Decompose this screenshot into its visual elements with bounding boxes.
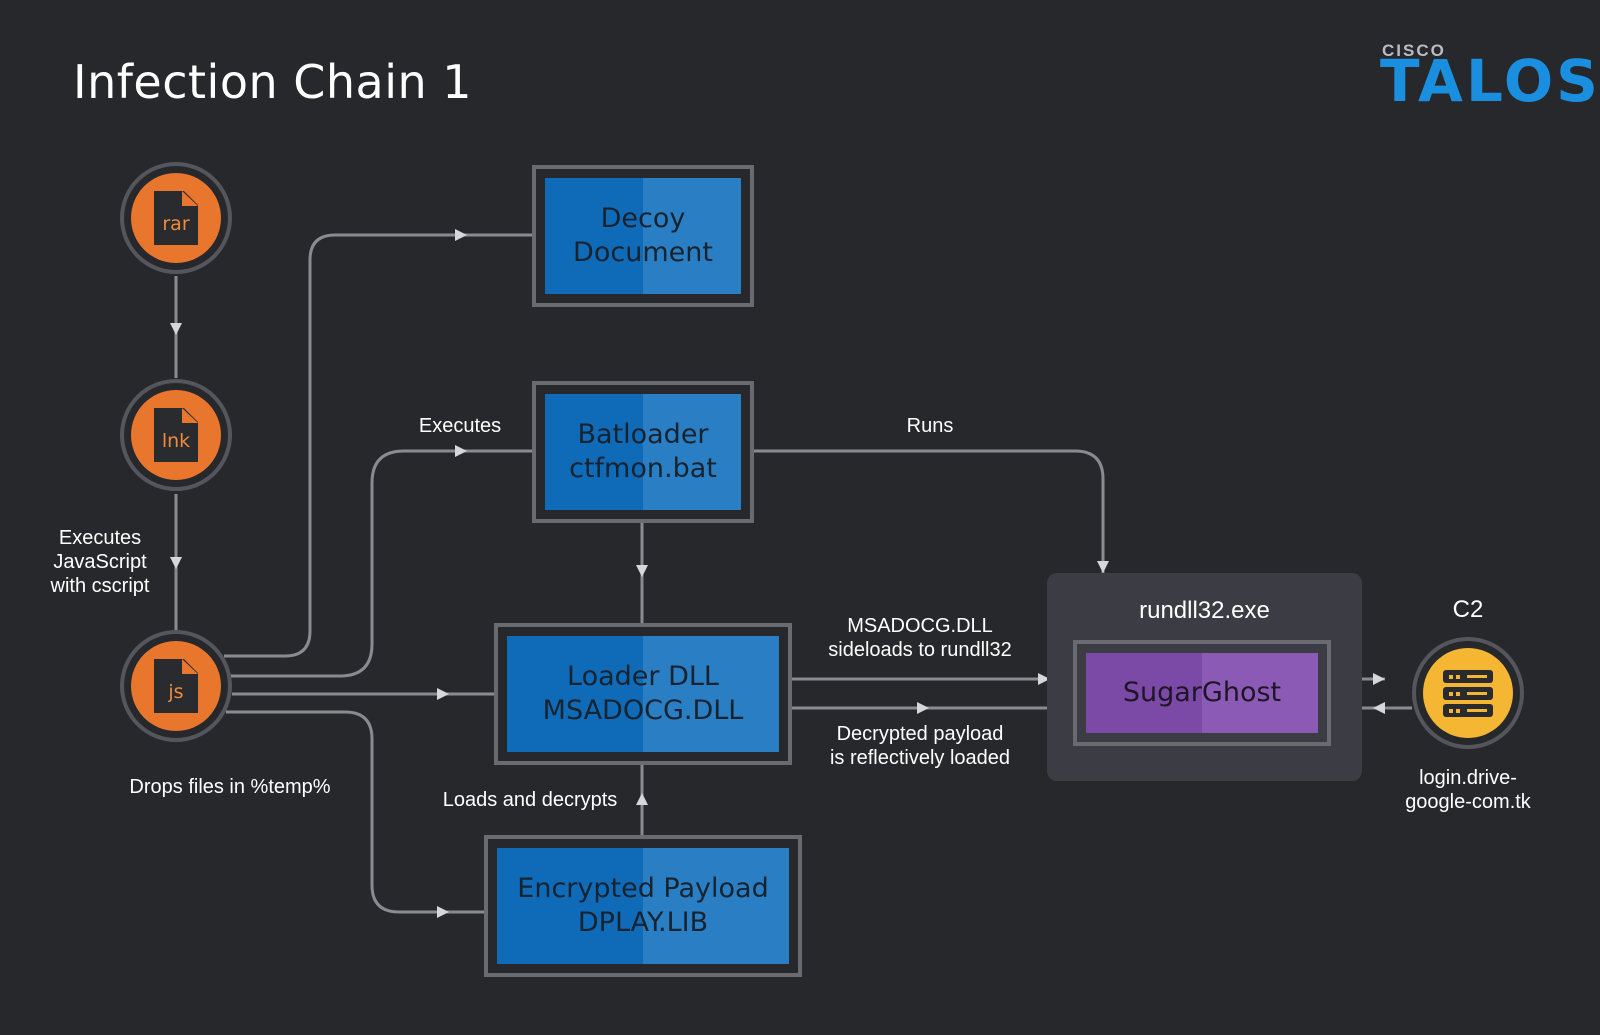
loader-dll-line2: MSADOCG.DLL (542, 695, 744, 726)
arrowhead-to-c2 (1373, 673, 1385, 685)
arrowhead-payload (437, 906, 449, 918)
runs-label: Runs (906, 415, 954, 437)
arrowhead-batloader (455, 445, 467, 457)
lnk-file-label: lnk (161, 430, 191, 452)
loader-dll-line1: Loader DLL (567, 661, 719, 693)
arrowhead-runs (1097, 561, 1109, 573)
executes-js-label-line2: JavaScript (53, 551, 147, 573)
edge-js-decoy (224, 233, 532, 658)
js-file-node: js (120, 630, 232, 742)
decoy-document-box: Decoy Document (532, 165, 754, 307)
file-icon: lnk (154, 408, 198, 462)
executes-js-label-line1: Executes (58, 527, 142, 549)
server-icon (1443, 669, 1493, 717)
c2-domain-line1: login.drive- (1419, 767, 1517, 789)
payload-line2: DPLAY.LIB (577, 907, 709, 938)
arrowhead-reflective (917, 702, 929, 714)
batloader-line1: Batloader (577, 419, 709, 451)
edge-js-payload (226, 710, 484, 914)
arrowhead-decoy (455, 229, 467, 241)
decoy-line1: Decoy (600, 203, 686, 235)
arrowhead-from-c2 (1373, 702, 1385, 714)
arrowhead-batloader-loader (636, 565, 648, 577)
page-title: Infection Chain 1 (73, 55, 473, 109)
file-icon: js (154, 659, 198, 713)
reflective-label-line1: Decrypted payload (836, 723, 1004, 745)
payload-line1: Encrypted Payload (517, 873, 769, 905)
sugarghost-label: SugarGhost (1122, 677, 1282, 709)
rundll32-label: rundll32.exe (1139, 597, 1270, 624)
rar-file-label: rar (162, 213, 190, 235)
reflective-label-line2: is reflectively loaded (829, 747, 1011, 769)
drops-label: Drops files in %temp% (129, 776, 331, 798)
loader-dll-box: Loader DLL MSADOCG.DLL (494, 623, 792, 765)
talos-logo-text: TALOS (1380, 47, 1600, 115)
arrowhead-payload-loader (636, 793, 648, 805)
edge-js-batloader (230, 449, 532, 678)
js-file-label: js (168, 681, 184, 703)
batloader-line2: ctfmon.bat (569, 453, 717, 484)
arrowhead-lnk-js (170, 557, 182, 569)
executes-js-label-line3: with cscript (50, 575, 150, 597)
encrypted-payload-box: Encrypted Payload DPLAY.LIB (484, 835, 802, 977)
arrowhead-rar-lnk (170, 323, 182, 335)
executes-label: Executes (418, 415, 502, 437)
lnk-file-node: lnk (120, 379, 232, 491)
c2-title: C2 (1452, 596, 1484, 623)
sideloads-label-line2: sideloads to rundll32 (828, 639, 1012, 661)
loads-decrypts-label: Loads and decrypts (442, 789, 618, 811)
edge-batloader-rundll32 (754, 449, 1105, 573)
sideloads-label-line1: MSADOCG.DLL (847, 615, 993, 637)
decoy-line2: Document (573, 237, 713, 268)
file-icon: rar (154, 191, 198, 245)
c2-domain-line2: google-com.tk (1405, 791, 1531, 813)
arrowhead-loader (437, 688, 449, 700)
sugarghost-box: SugarGhost (1073, 640, 1331, 746)
cisco-logo-text: CISCO (1382, 41, 1446, 60)
arrowhead-sideload (1038, 673, 1050, 685)
batloader-box: Batloader ctfmon.bat (532, 381, 754, 523)
c2-server-node (1412, 637, 1524, 749)
rar-file-node: rar (120, 162, 232, 274)
